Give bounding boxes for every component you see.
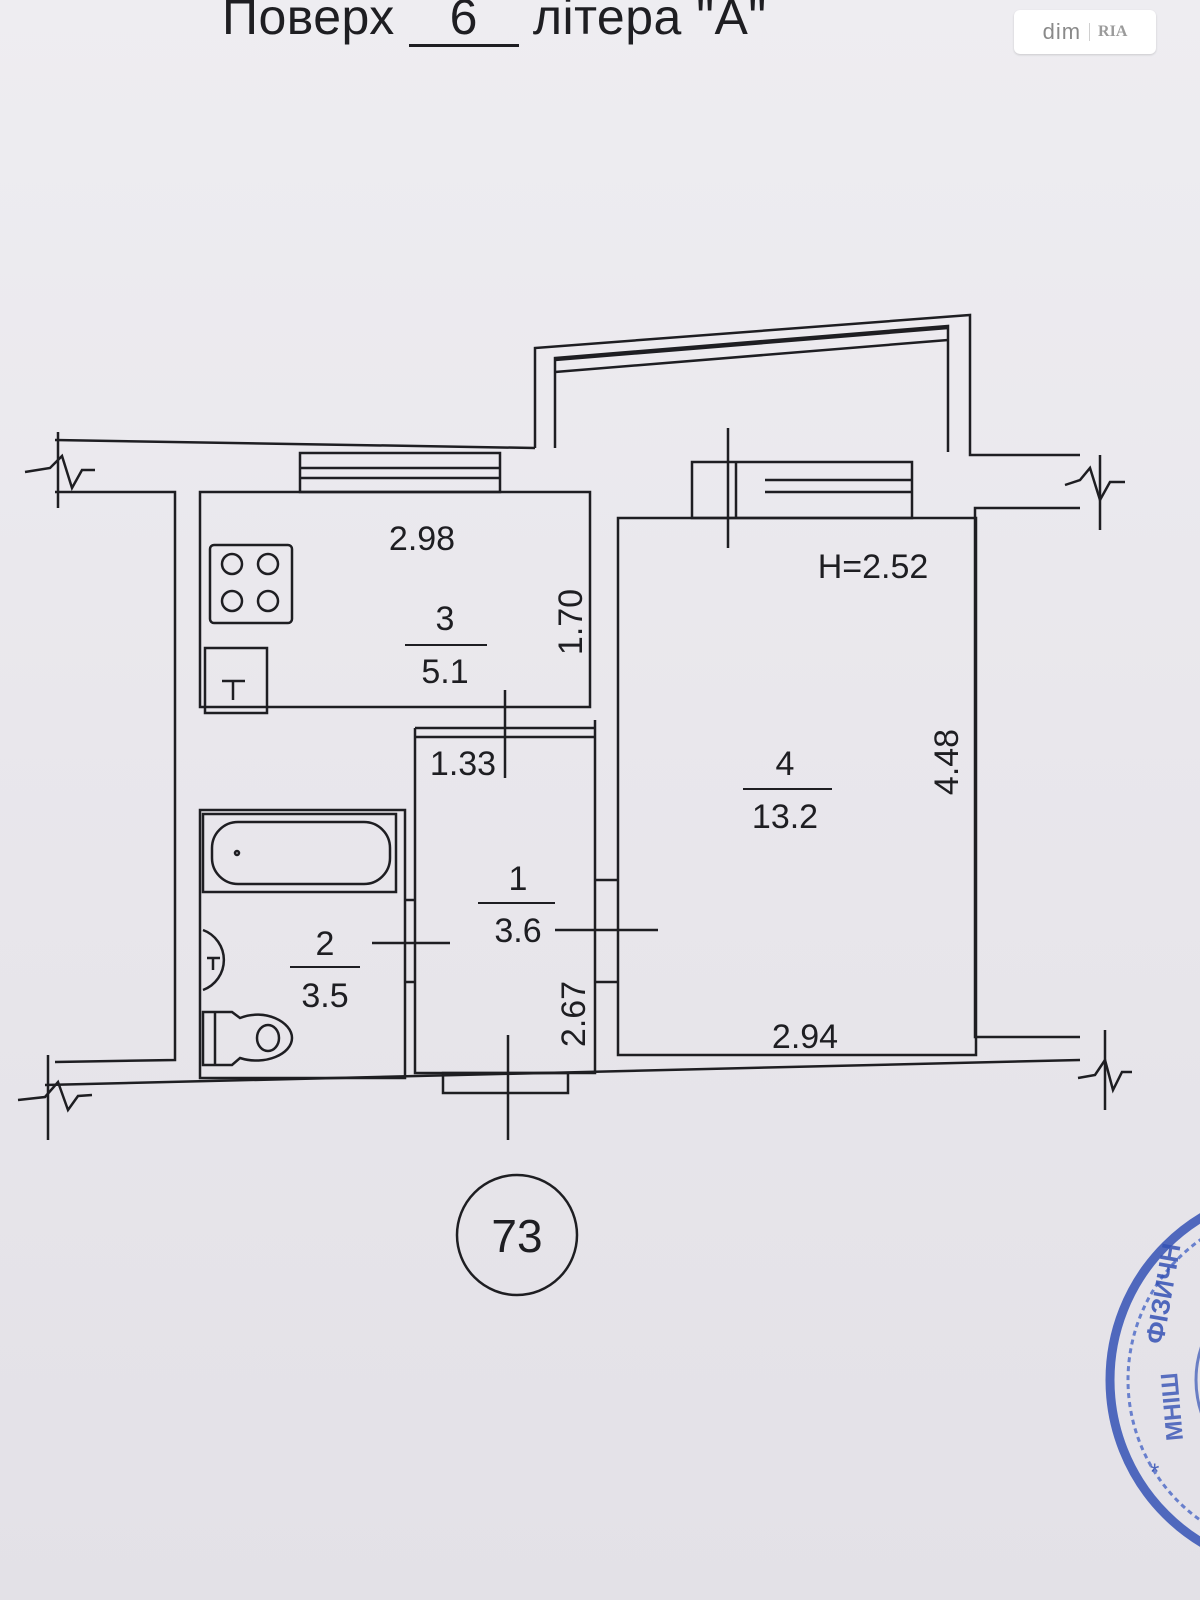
- height-label: H=2.52: [818, 548, 929, 586]
- stove-burner-4: [256, 589, 280, 613]
- room-2-area: 3.5: [301, 977, 348, 1015]
- room-window: [690, 460, 914, 520]
- walls: [17, 313, 1132, 1140]
- room-3-area: 5.1: [421, 653, 468, 691]
- dim-hall-width: 1.33: [430, 745, 496, 783]
- dim-kitchen-depth: 1.70: [552, 589, 590, 655]
- stove-burner-3: [220, 589, 244, 613]
- break-mark-bottom-right: [1077, 1057, 1132, 1094]
- watermark-logo: dim RIA: [1014, 10, 1156, 54]
- stove-icon: [208, 543, 294, 625]
- break-mark-top-right: [1064, 465, 1125, 504]
- stamp-text-1: ФІЗИЧН: [1139, 1241, 1186, 1346]
- watermark-brand: dim: [1042, 19, 1082, 44]
- balcony-inner: [553, 324, 950, 452]
- room-4-area: 13.2: [752, 798, 818, 836]
- stamp-star-icon: *: [1150, 1459, 1159, 1486]
- break-mark-top-left: [24, 453, 95, 492]
- left-wall-stub: [54, 490, 177, 1064]
- bathtub-icon: [201, 812, 398, 894]
- right-wall-stub: [973, 506, 1080, 1039]
- balcony-rail-2: [554, 338, 949, 374]
- washbasin-icon: [202, 928, 226, 992]
- toilet-icon: [201, 1010, 294, 1067]
- stove-burner-2: [256, 552, 280, 576]
- entrance-door: [441, 1071, 570, 1095]
- bathtub-inner: [210, 820, 392, 886]
- stamp-text-2: МНІШ: [1156, 1372, 1189, 1442]
- dim-room-width: 2.94: [772, 1018, 838, 1056]
- balcony-outline: [533, 313, 1080, 457]
- kitchen-window: [298, 451, 502, 494]
- dim-room-depth: 4.48: [928, 729, 966, 795]
- room-4-outline: [616, 516, 978, 1057]
- stamp-ring-inner: [1126, 1238, 1200, 1522]
- apartment-number: 73: [491, 1210, 542, 1262]
- room-2-number: 2: [316, 925, 335, 963]
- room-1-number: 1: [509, 860, 528, 898]
- break-mark-bottom-left: [17, 1079, 93, 1113]
- stamp-ring-center: [1194, 1346, 1200, 1414]
- stamp: ФІЗИЧН МНІШ *: [1105, 1213, 1200, 1547]
- toilet-seat: [255, 1023, 281, 1053]
- room-4-number: 4: [776, 745, 795, 783]
- kitchen-tap-icon: [222, 679, 245, 700]
- balcony-rail-1: [554, 326, 949, 362]
- floor-label: Поверх: [222, 0, 395, 45]
- floor-header: Поверх 6 літера "А": [222, 0, 767, 47]
- kitchen-sink-icon: [203, 646, 269, 715]
- washbasin-tap-icon: [207, 956, 220, 970]
- room-3-number: 3: [436, 600, 455, 638]
- dim-kitchen-width: 2.98: [389, 520, 455, 558]
- room-1-area: 3.6: [494, 912, 541, 950]
- floor-number: 6: [408, 0, 519, 47]
- top-wall-outer: [54, 438, 536, 450]
- dim-hall-depth: 2.67: [555, 981, 593, 1047]
- bathtub-drain: [233, 849, 241, 857]
- watermark-brand-sub: RIA: [1089, 23, 1127, 41]
- apartment-number-circle: [455, 1173, 579, 1297]
- letter-label: літера "А": [532, 0, 767, 45]
- stamp-ring-outer: [1105, 1213, 1200, 1547]
- stove-burner-1: [220, 552, 244, 576]
